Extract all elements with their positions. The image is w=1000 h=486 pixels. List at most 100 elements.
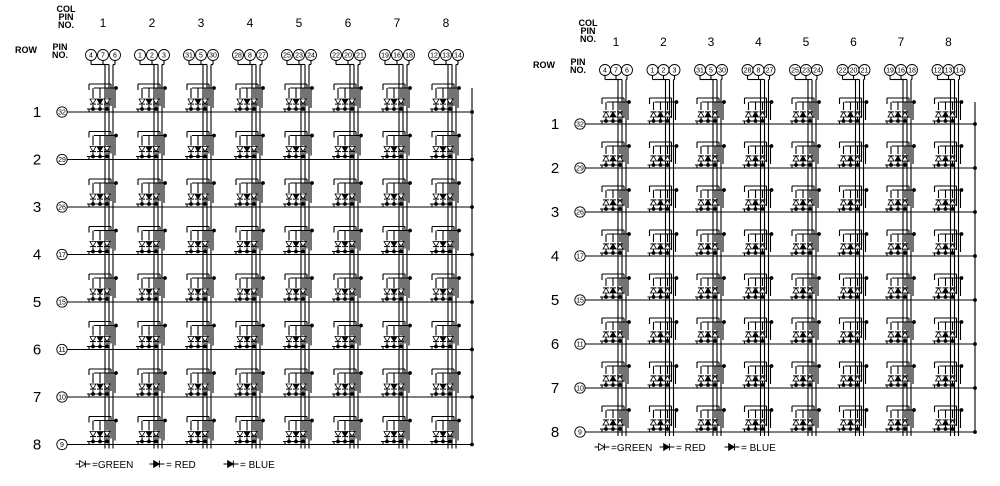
led-diode-icon	[697, 111, 705, 118]
diode-triangle	[839, 375, 848, 382]
pin-number: 31	[696, 67, 704, 74]
junction-dot	[343, 297, 347, 301]
led-diode-icon	[704, 331, 712, 338]
junction-dot	[760, 295, 765, 299]
junction-dot	[753, 295, 758, 299]
junction-dot	[889, 295, 893, 299]
junction-dot	[310, 276, 314, 280]
junction-dot	[936, 339, 941, 343]
green-led-icon	[594, 442, 610, 452]
led-diode-icon	[145, 241, 153, 248]
led-cell	[837, 141, 869, 168]
diode-triangle	[792, 199, 800, 206]
diode-triangle	[334, 383, 342, 390]
led-diode-icon	[292, 241, 300, 248]
led-diode-icon	[250, 383, 258, 390]
junction-dot	[760, 207, 765, 211]
junction-dot	[203, 154, 207, 159]
pin-number: 8	[757, 67, 761, 74]
row-pin-no-label: NO.	[570, 65, 586, 75]
junction-dot	[665, 251, 670, 255]
legend-label-blue: = BLUE	[741, 443, 776, 454]
led-diode-icon	[887, 155, 895, 162]
diode-triangle	[201, 336, 209, 343]
junction-dot	[441, 249, 445, 254]
pin-number: 31	[185, 52, 193, 59]
led-cell	[932, 317, 964, 344]
diode-triangle	[602, 419, 610, 426]
row-pin-number: 10	[576, 385, 584, 392]
diode-triangle	[138, 98, 146, 105]
pin-number: 22	[839, 67, 847, 74]
junction-dot	[245, 297, 249, 301]
junction-dot	[658, 251, 663, 255]
diode-triangle	[390, 288, 398, 295]
led-diode-icon	[383, 98, 391, 105]
junction-dot	[722, 100, 726, 104]
row-number: 8	[551, 424, 559, 441]
led-diode-icon	[299, 241, 307, 248]
junction-dot	[441, 202, 445, 206]
diode-triangle	[138, 193, 146, 200]
diode-triangle	[839, 287, 848, 294]
diode-triangle	[697, 331, 705, 338]
junction-dot	[91, 297, 95, 301]
diode-triangle	[292, 383, 300, 390]
led-diode-icon	[348, 336, 356, 343]
junction-dot	[722, 364, 726, 368]
pin-number: 25	[283, 52, 291, 59]
row-3	[56, 178, 474, 213]
junction-dot	[287, 107, 291, 111]
junction-dot	[114, 228, 118, 233]
led-diode-icon	[697, 419, 705, 426]
led-cell	[647, 273, 679, 300]
junction-dot	[912, 408, 916, 412]
junction-dot	[399, 107, 403, 111]
junction-dot	[713, 163, 717, 167]
diode-triangle	[250, 288, 258, 295]
led-cell	[885, 405, 916, 432]
led-diode-icon	[446, 431, 454, 438]
led-cell	[647, 185, 679, 212]
diode-triangle	[250, 193, 258, 200]
junction-dot	[665, 207, 670, 211]
diode-triangle	[697, 287, 705, 294]
junction-dot	[252, 344, 256, 349]
diode-triangle	[894, 287, 902, 294]
diode-triangle	[390, 146, 398, 153]
junction-dot	[801, 207, 805, 211]
row-number: 3	[551, 204, 559, 221]
junction-dot	[817, 232, 821, 236]
led-diode-icon	[187, 241, 195, 248]
junction-dot	[618, 119, 622, 123]
junction-dot	[399, 392, 403, 396]
junction-dot	[753, 251, 758, 255]
junction-dot	[674, 320, 679, 324]
junction-dot	[140, 344, 144, 349]
led-diode-icon	[934, 111, 943, 118]
junction-dot	[196, 202, 200, 206]
junction-dot	[658, 295, 663, 299]
led-diode-icon	[397, 336, 405, 343]
junction-dot	[936, 207, 941, 211]
junction-dot	[674, 408, 679, 412]
junction-dot	[457, 86, 461, 90]
led-cell	[885, 141, 916, 168]
led-cell	[234, 130, 265, 160]
junction-dot	[903, 383, 907, 387]
junction-dot	[294, 297, 298, 301]
led-diode-icon	[839, 287, 848, 294]
junction-dot	[448, 107, 452, 111]
diode-triangle	[887, 155, 895, 162]
led-cell	[136, 178, 167, 207]
led-diode-icon	[334, 336, 342, 343]
column-7	[884, 64, 918, 436]
junction-dot	[699, 163, 703, 167]
junction-dot	[658, 119, 663, 123]
pin-number: 3	[162, 52, 166, 59]
pin-number: 30	[718, 67, 726, 74]
led-diode-icon	[334, 288, 342, 295]
junction-dot	[392, 202, 396, 206]
pin-number: 24	[813, 67, 821, 74]
